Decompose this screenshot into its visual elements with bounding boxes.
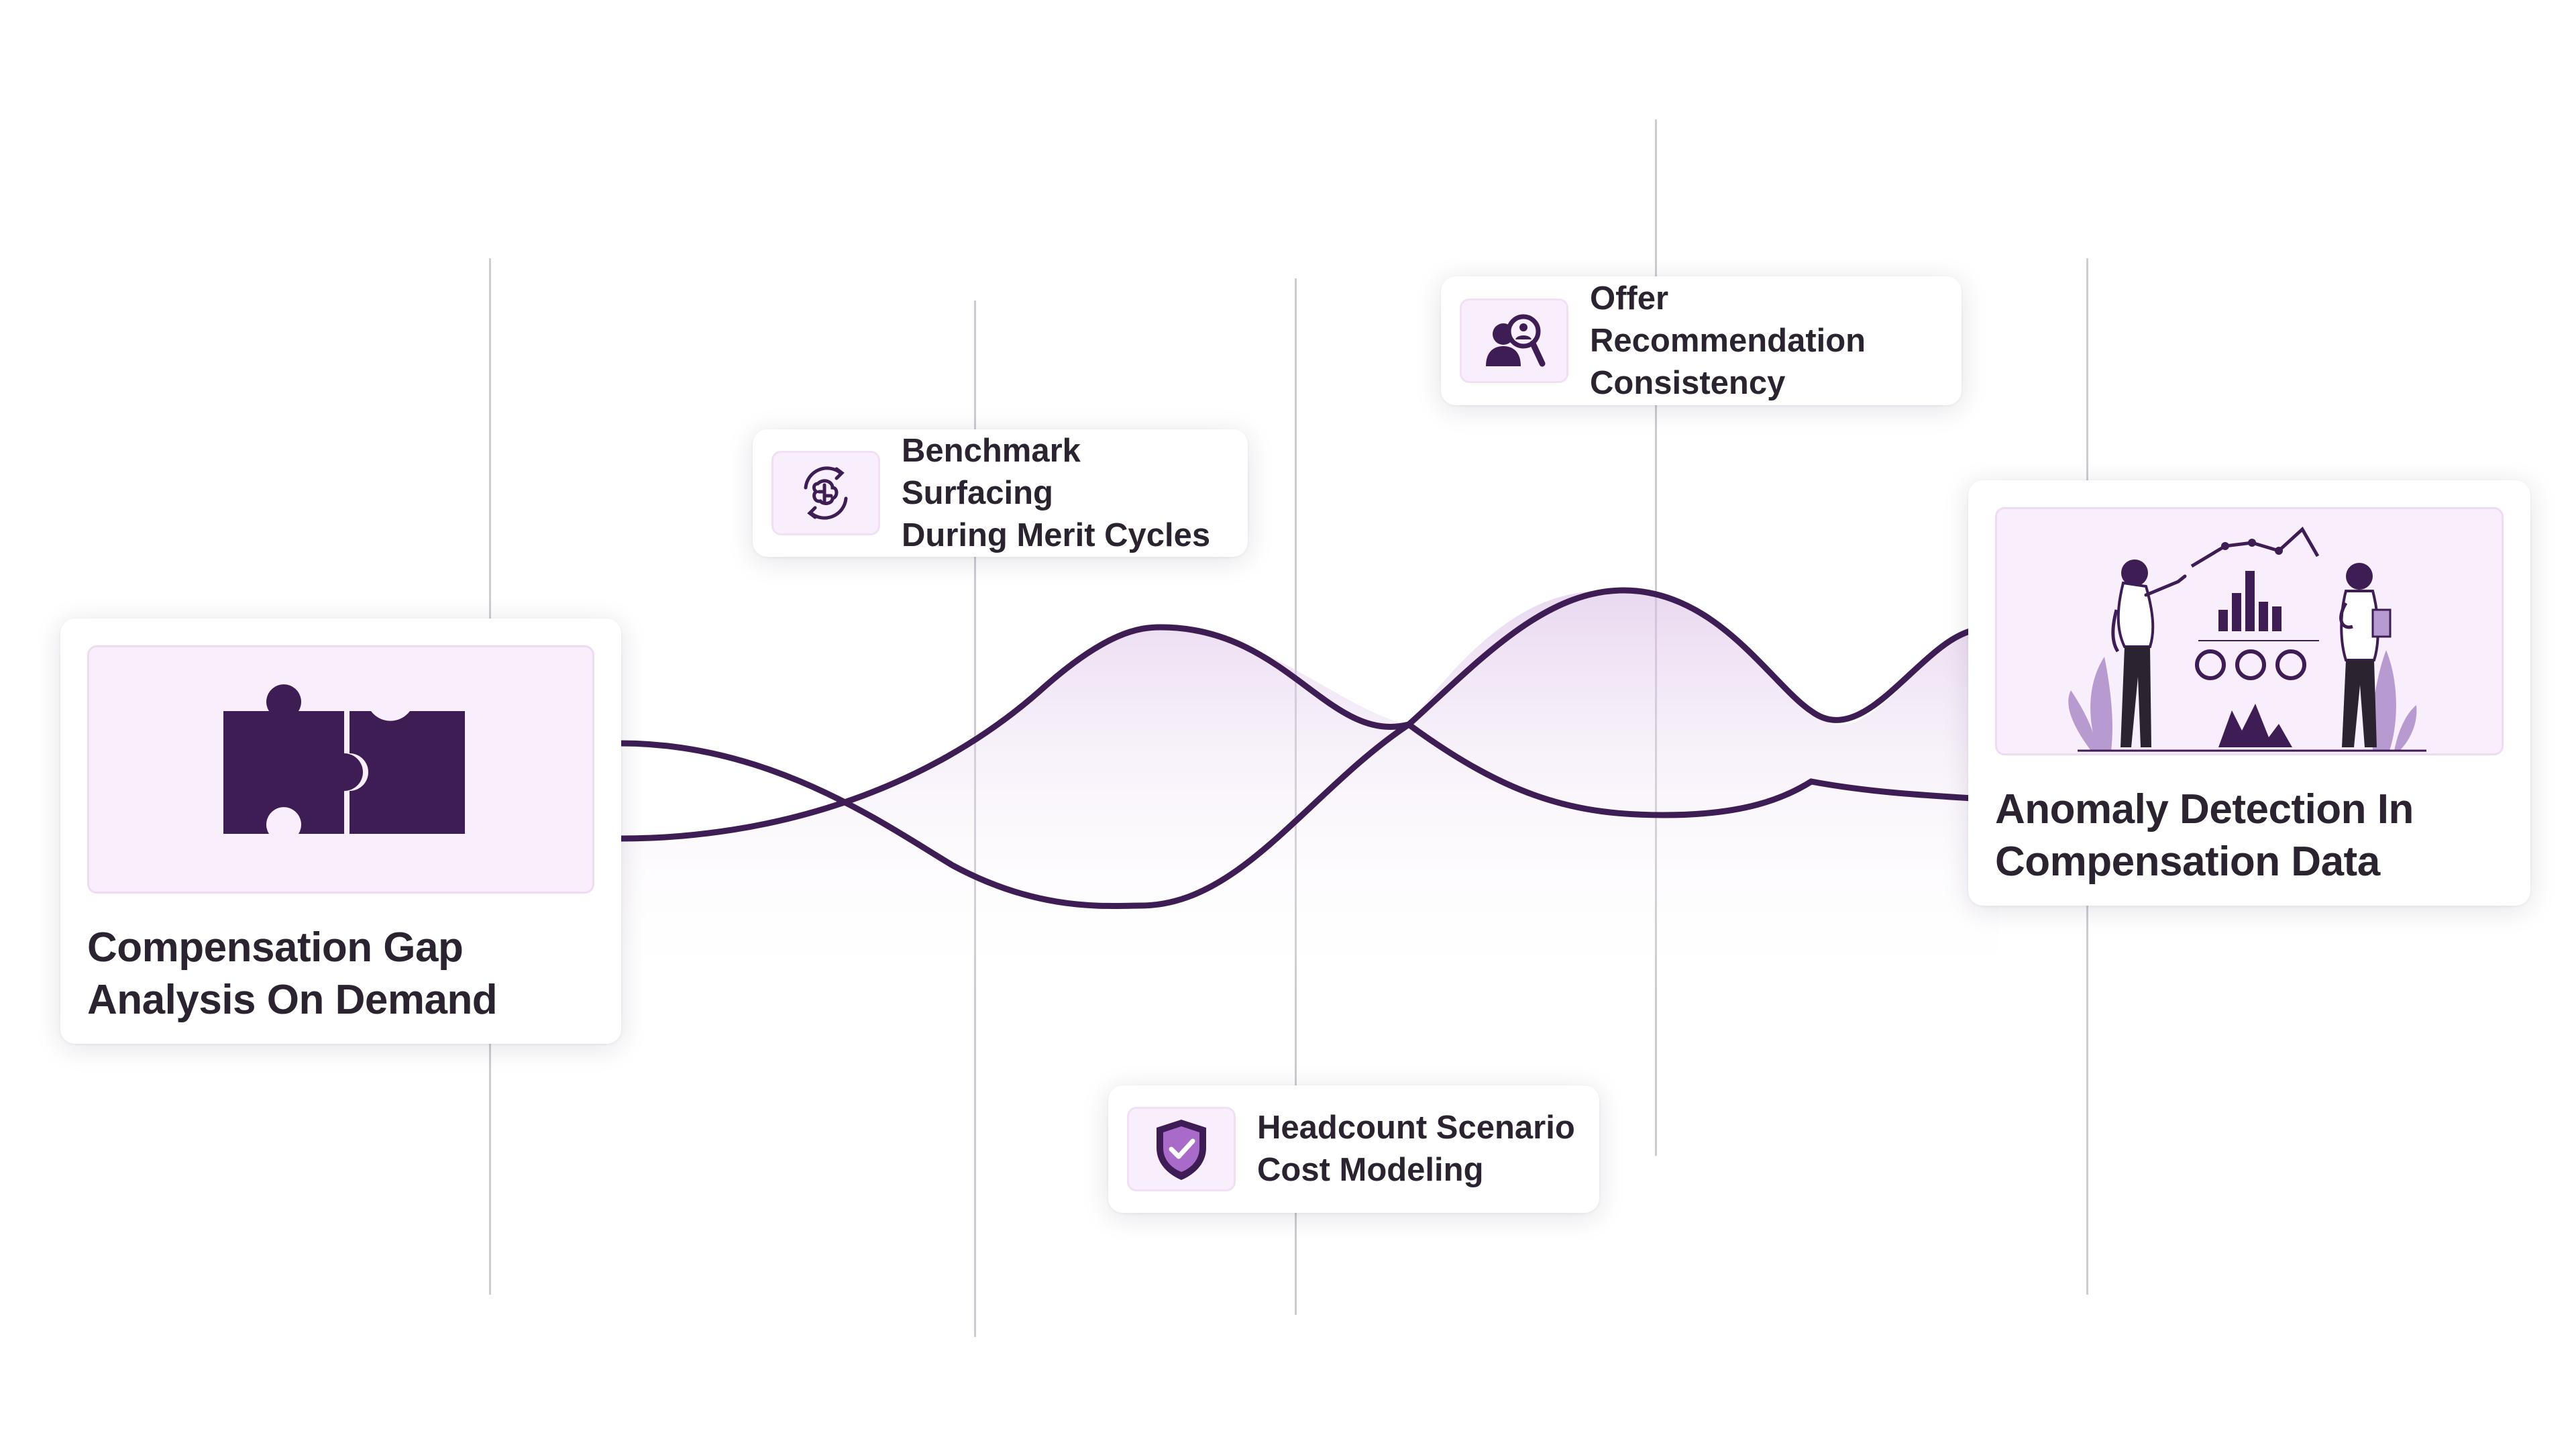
data-analysts-illustration — [2068, 527, 2426, 752]
user-search-icon — [1486, 314, 1546, 367]
card-label: Benchmark Surfacing During Merit Cycles — [902, 432, 1211, 553]
cycle-brain-icon — [804, 466, 848, 520]
card-offer-recommendation[interactable]: Offer Recommendation Consistency — [1441, 276, 1962, 405]
card-headcount-scenario[interactable]: Headcount Scenario Cost Modeling — [1108, 1085, 1599, 1213]
card-title: Anomaly Detection In Compensation Data — [1995, 786, 2414, 885]
shield-check-icon — [1157, 1120, 1206, 1180]
icon-box — [1127, 1107, 1236, 1191]
puzzle-icon — [223, 684, 465, 834]
card-title: Compensation Gap Analysis On Demand — [87, 924, 498, 1023]
wave-line-a — [617, 587, 1976, 842]
wave-line-b — [617, 720, 1976, 909]
icon-box — [1460, 299, 1568, 383]
card-label: Headcount Scenario Cost Modeling — [1257, 1110, 1575, 1188]
icon-box — [771, 451, 880, 535]
card-label: Offer Recommendation Consistency — [1590, 280, 1866, 401]
card-compensation-gap-analysis[interactable]: Compensation Gap Analysis On Demand — [60, 619, 621, 1044]
card-art-panel — [87, 645, 594, 894]
card-benchmark-surfacing[interactable]: Benchmark Surfacing During Merit Cycles — [753, 429, 1248, 557]
card-anomaly-detection[interactable]: Anomaly Detection In Compensation Data — [1968, 480, 2530, 906]
wave-area — [621, 590, 1999, 993]
card-art-panel — [1995, 507, 2504, 755]
